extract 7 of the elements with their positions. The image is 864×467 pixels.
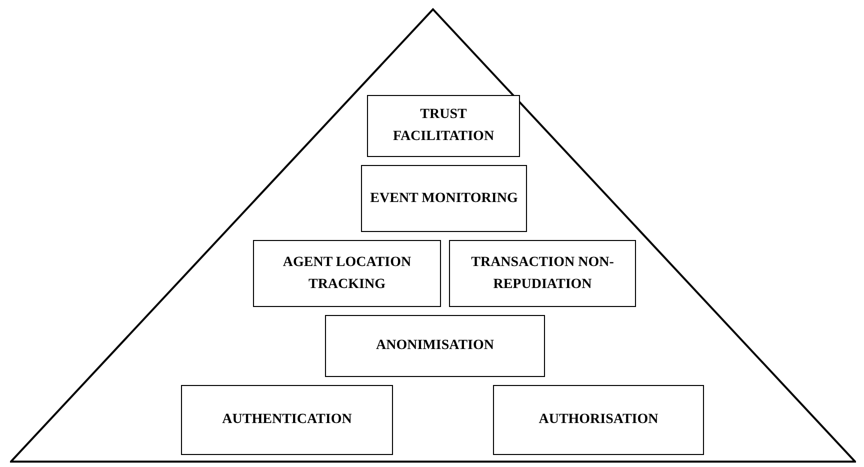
label-box: TRANSACTION NON-REPUDIATION xyxy=(449,240,636,307)
label-box: AUTHENTICATION xyxy=(181,385,393,455)
label-box: TRUST FACILITATION xyxy=(367,95,520,157)
label-box: EVENT MONITORING xyxy=(361,165,527,232)
label-box: AGENT LOCATION TRACKING xyxy=(253,240,441,307)
label-box: ANONIMISATION xyxy=(325,315,545,377)
label-box: AUTHORISATION xyxy=(493,385,704,455)
